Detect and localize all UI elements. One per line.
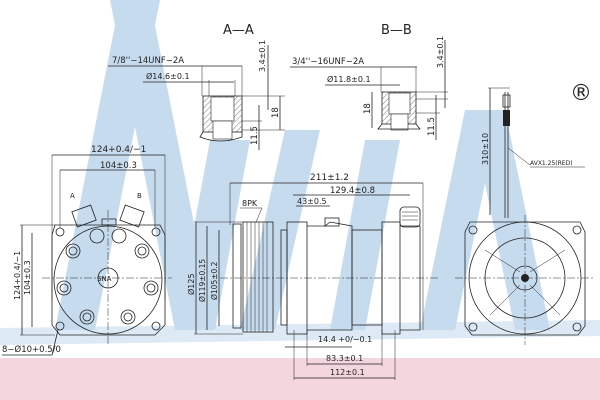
offset-label: 43±0.5 <box>297 197 327 206</box>
port-b-label: B <box>137 192 142 200</box>
overall-length-label: 211±1.2 <box>310 173 349 183</box>
front-width-outer-label: 124+0.4/−1 <box>91 145 146 155</box>
aa-depth-label: 3.4±0.1 <box>258 40 267 72</box>
aa-inner-label: 11.5 <box>250 126 260 145</box>
aa-thread-label: 7/8''−14UNF−2A <box>112 56 184 66</box>
mount-c-label: 112±0.1 <box>330 368 365 377</box>
groove-diameter-label: Ø119±0.15 <box>198 259 207 302</box>
wire-length-label: 310±10 <box>481 133 490 165</box>
wire-spec-label: AVX1.25(RED) <box>530 160 573 167</box>
bottom-band <box>0 358 600 400</box>
section-aa: A—A 7/8''−14UNF−2A Ø14.6±0.1 3.4±0.1 18 … <box>108 23 285 150</box>
center-label: SNA <box>97 275 112 283</box>
holes-label: 8−Ø10+0.5/0 <box>2 344 61 355</box>
registered-mark: ® <box>570 81 592 106</box>
front-width-inner-label: 104±0.3 <box>100 161 137 171</box>
section-aa-title: A—A <box>223 23 254 38</box>
inner-diameter-label: Ø105±0.2 <box>210 261 219 300</box>
pulley-diameter-label: Ø125 <box>186 273 196 295</box>
side-view: 211±1.2 129.4±0.8 43±0.5 8PK Ø125 Ø119±0… <box>186 173 440 380</box>
body-length-label: 129.4±0.8 <box>330 186 375 196</box>
rear-view: 310±10 AVX1.25(RED) <box>455 87 595 345</box>
section-bb-title: B—B <box>381 23 412 38</box>
aa-height-label: 18 <box>271 107 281 118</box>
bb-thread-label: 3/4''−16UNF−2A <box>292 57 364 67</box>
front-height-inner-label: 104±0.3 <box>23 260 32 295</box>
port-a-label: A <box>70 192 75 200</box>
bb-height-label: 18 <box>363 103 373 114</box>
belt-label: 8PK <box>242 199 258 208</box>
mount-a-label: 14.4 +0/−0.1 <box>318 335 372 344</box>
aa-diameter-label: Ø14.6±0.1 <box>146 71 190 81</box>
front-height-outer-label: 124+0.4/−1 <box>13 251 22 300</box>
bb-inner-label: 11.5 <box>427 117 437 136</box>
section-bb: B—B 3/4''−16UNF−2A Ø11.8±0.1 3.4±0.1 18 … <box>290 23 448 140</box>
bb-diameter-label: Ø11.8±0.1 <box>327 74 371 84</box>
front-view: 124+0.4/−1 104±0.3 A B SNA 124+0.4/−1 <box>2 145 172 356</box>
bb-depth-label: 3.4±0.1 <box>436 36 445 68</box>
watermark-logo: ® <box>0 0 600 345</box>
mount-b-label: 83.3±0.1 <box>326 354 363 363</box>
